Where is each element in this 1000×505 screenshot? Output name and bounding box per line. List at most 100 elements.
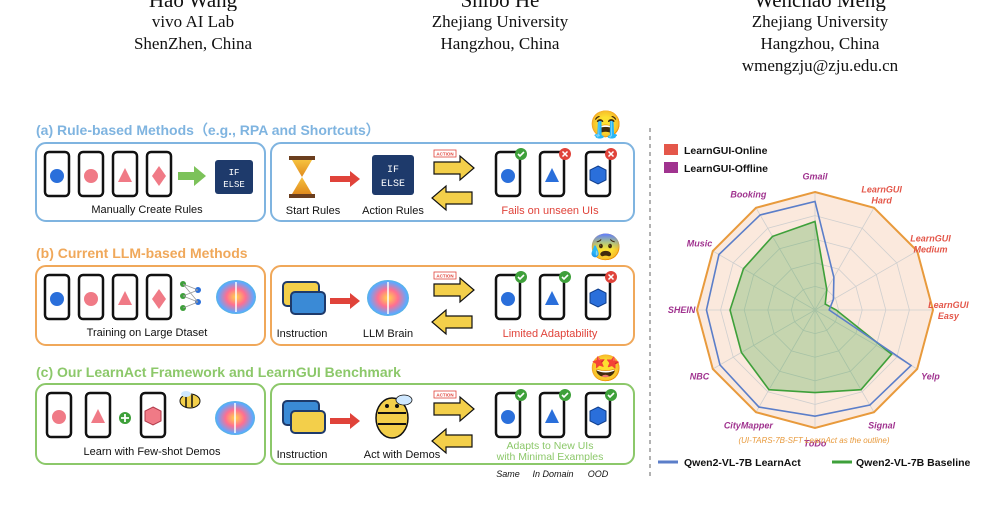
action-rules-label: Action Rules <box>362 205 424 217</box>
radar-axis-label-7: CityMapper <box>724 420 774 430</box>
llm-brain-icon <box>367 280 409 316</box>
red-arrow <box>330 413 360 429</box>
author-email: wmengzju@zju.edu.cn <box>741 56 899 75</box>
legend-offline-swatch <box>664 162 678 173</box>
radar-spoke-11 <box>755 207 816 311</box>
author-location: ShenZhen, China <box>133 34 253 53</box>
bee-icon <box>179 391 201 409</box>
instruction-label: Instruction <box>277 328 328 340</box>
instruction-label: Instruction <box>277 449 328 461</box>
author-affiliation: Zhejiang University <box>431 12 569 31</box>
radar-spoke-4 <box>814 309 918 370</box>
radar-series-baseline <box>729 220 893 394</box>
radar-spoke-2 <box>814 250 918 311</box>
svg-text:ACTION: ACTION <box>436 274 453 279</box>
radar-axis-label-3: LearnGUI <box>928 300 969 310</box>
star-eyes-emoji: 🤩 <box>590 353 622 383</box>
legend-online-label: LearnGUI-Online <box>684 145 768 157</box>
crying-emoji: 😭 <box>590 109 622 139</box>
legend-online-swatch <box>664 144 678 155</box>
panel-a-phones <box>43 150 173 198</box>
radar-series-learnact <box>705 200 913 418</box>
panel-c-result-line2: with Minimal Examples <box>496 451 604 463</box>
radar-spoke-7 <box>755 309 816 413</box>
radar-axis-label-4: Yelp <box>921 372 940 382</box>
radar-axis-label-1: LearnGUI <box>861 185 902 195</box>
radar-axis-label-1-line2: Hard <box>871 196 892 206</box>
label-ood: OOD <box>588 469 609 479</box>
author-block-2: Shibo He Zhejiang University Hangzhou, C… <box>420 0 580 55</box>
action-arrows-icon: ACTION <box>431 390 475 455</box>
panel-c-result-line1: Adapts to New UIs <box>507 440 594 452</box>
author-name: Shibo He <box>420 0 580 11</box>
panel-c-title: (c) Our LearnAct Framework and LearnGUI … <box>36 364 401 380</box>
author-name: Hao Wang <box>118 0 268 11</box>
llm-brain-icon <box>216 280 256 314</box>
red-arrow <box>330 171 360 187</box>
svg-text:IF: IF <box>229 168 240 178</box>
author-block-1: Hao Wang vivo AI Lab ShenZhen, China <box>118 0 268 55</box>
llm-brain-icon <box>215 401 255 435</box>
svg-text:ACTION: ACTION <box>436 152 453 157</box>
action-arrows-icon: ACTION <box>431 149 475 212</box>
hourglass-icon <box>289 156 315 198</box>
panel-b-result: Limited Adaptability <box>503 328 598 340</box>
red-arrow <box>330 293 360 309</box>
legend-baseline-label: Qwen2-VL-7B Baseline <box>856 457 971 469</box>
panel-b-phones <box>43 273 173 321</box>
radar-spoke-8 <box>712 309 816 370</box>
start-rules-label: Start Rules <box>286 205 341 217</box>
radar-axis-label-2-line2: Medium <box>913 244 947 254</box>
panel-c-phones <box>45 391 167 439</box>
radar-axis-label-3-line2: Easy <box>938 311 960 321</box>
radar-spoke-10 <box>712 250 816 311</box>
author-name: Wenchao Meng <box>725 0 915 11</box>
action-arrows-icon: ACTION <box>431 271 475 336</box>
chat-bubble-icon <box>282 400 326 434</box>
panel-a-result-phones <box>494 148 617 198</box>
legend-learnact-label: Qwen2-VL-7B LearnAct <box>684 457 801 469</box>
label-same: Same <box>496 469 520 479</box>
panel-b-result-phones <box>494 271 617 321</box>
radar-axis-label-5: Signal <box>868 420 896 430</box>
radar-axis-label-0: Gmail <box>802 172 828 182</box>
radar-axis-label-2: LearnGUI <box>910 233 951 243</box>
author-affiliation: Zhejiang University <box>751 12 889 31</box>
legend-offline-label: LearnGUI-Offline <box>684 163 768 175</box>
ifelse-icon: IF ELSE <box>215 160 253 194</box>
svg-text:ACTION: ACTION <box>436 393 453 398</box>
act-with-demos-label: Act with Demos <box>364 449 441 461</box>
author-location: Hangzhou, China <box>760 34 880 53</box>
radar-axis-label-9: SHEIN <box>668 305 696 315</box>
radar-spoke-1 <box>814 207 875 311</box>
radar-note: (UI-TARS-7B-SFT LearnAct as the outline) <box>738 436 889 445</box>
author-location: Hangzhou, China <box>440 34 560 53</box>
green-arrow <box>178 166 206 186</box>
panel-a-result: Fails on unseen UIs <box>501 205 599 217</box>
panel-a-title: (a) Rule-based Methods（e.g., RPA and Sho… <box>36 122 380 138</box>
label-in-domain: In Domain <box>532 469 573 479</box>
panel-c-result-phones <box>494 389 617 439</box>
radar-series-outline <box>695 190 935 430</box>
ifelse-icon: IF ELSE <box>372 155 414 195</box>
panel-c-left-caption: Learn with Few-shot Demos <box>84 446 221 458</box>
panel-a-left-caption: Manually Create Rules <box>91 204 203 216</box>
radar-spoke-5 <box>814 309 875 413</box>
radar-axis-label-8: NBC <box>690 372 710 382</box>
radar-chart: GmailLearnGUIHardLearnGUIMediumLearnGUIE… <box>668 172 969 449</box>
panel-b-left-caption: Training on Large Dtaset <box>87 327 208 339</box>
neural-net-icon <box>180 281 201 311</box>
radar-axis-label-6: ToDo <box>804 438 827 448</box>
radar-axis-label-10: Music <box>687 238 713 248</box>
panel-b-title: (b) Current LLM-based Methods <box>36 245 248 261</box>
llm-brain-label: LLM Brain <box>363 328 413 340</box>
svg-text:IF: IF <box>387 165 399 176</box>
svg-text:ELSE: ELSE <box>381 179 405 190</box>
anxious-emoji: 😰 <box>590 232 622 262</box>
chat-bubble-icon <box>282 281 326 315</box>
plus-icon <box>119 412 131 424</box>
bee-agent-icon <box>375 394 413 439</box>
svg-text:ELSE: ELSE <box>223 180 245 190</box>
author-block-3: Wenchao Meng Zhejiang University Hangzho… <box>725 0 915 77</box>
